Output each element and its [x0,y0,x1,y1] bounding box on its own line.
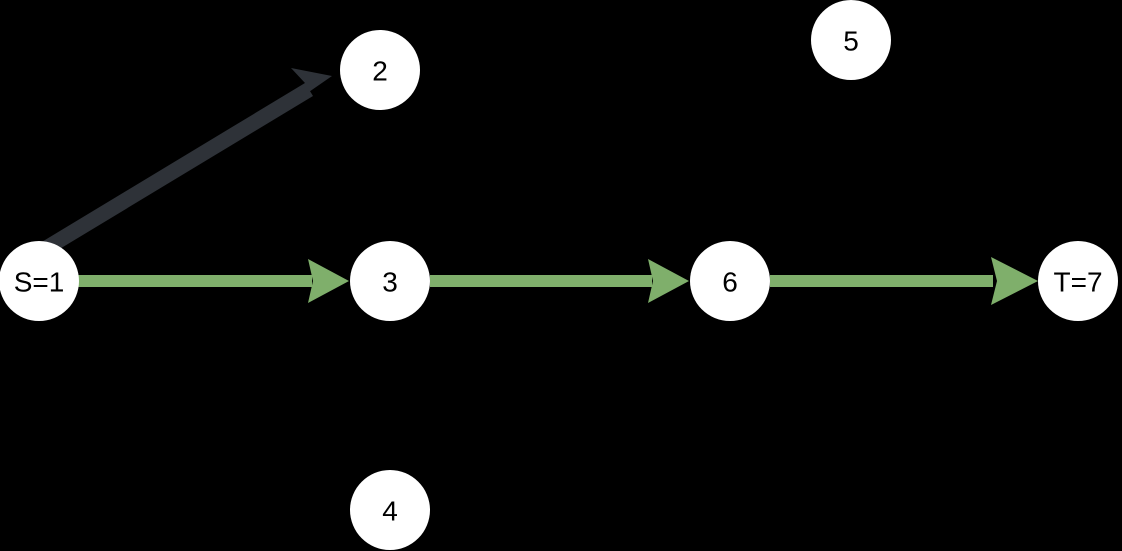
node-6-circle[interactable] [690,241,770,321]
node-2-circle[interactable] [340,30,420,110]
node-s1-label: S=1 [14,267,65,298]
edge-3-to-6-arrowhead [648,259,689,303]
node-5-label: 5 [843,26,859,57]
node-t7-circle[interactable] [1038,241,1118,321]
edge-3-to-6-line [430,275,652,287]
node-s1[interactable]: S=1 [0,241,79,321]
edge-6-to-t7-arrowhead [991,257,1038,305]
edge-s1-to-2-line [40,83,313,256]
edge-s1-to-3-line [74,275,312,287]
edge-s1-to-3-arrowhead [308,259,349,303]
edge-3-to-6 [430,259,689,303]
edge-6-to-t7 [770,257,1038,305]
edge-s1-to-2-arrowhead [291,68,332,103]
node-2[interactable]: 2 [340,30,420,110]
edge-s1-to-3 [74,259,349,303]
node-4-label: 4 [382,496,398,527]
node-3-circle[interactable] [350,241,430,321]
node-4[interactable]: 4 [350,470,430,550]
node-5-circle[interactable] [811,0,891,80]
node-3[interactable]: 3 [350,241,430,321]
node-t7[interactable]: T=7 [1038,241,1118,321]
node-2-label: 2 [372,56,388,87]
edge-s1-to-2 [40,68,332,256]
edge-6-to-t7-line [770,275,993,287]
node-6-label: 6 [722,267,738,298]
node-s1-circle[interactable] [0,241,79,321]
node-3-label: 3 [382,267,398,298]
node-5[interactable]: 5 [811,0,891,80]
node-t7-label: T=7 [1053,267,1102,298]
node-4-circle[interactable] [350,470,430,550]
node-6[interactable]: 6 [690,241,770,321]
